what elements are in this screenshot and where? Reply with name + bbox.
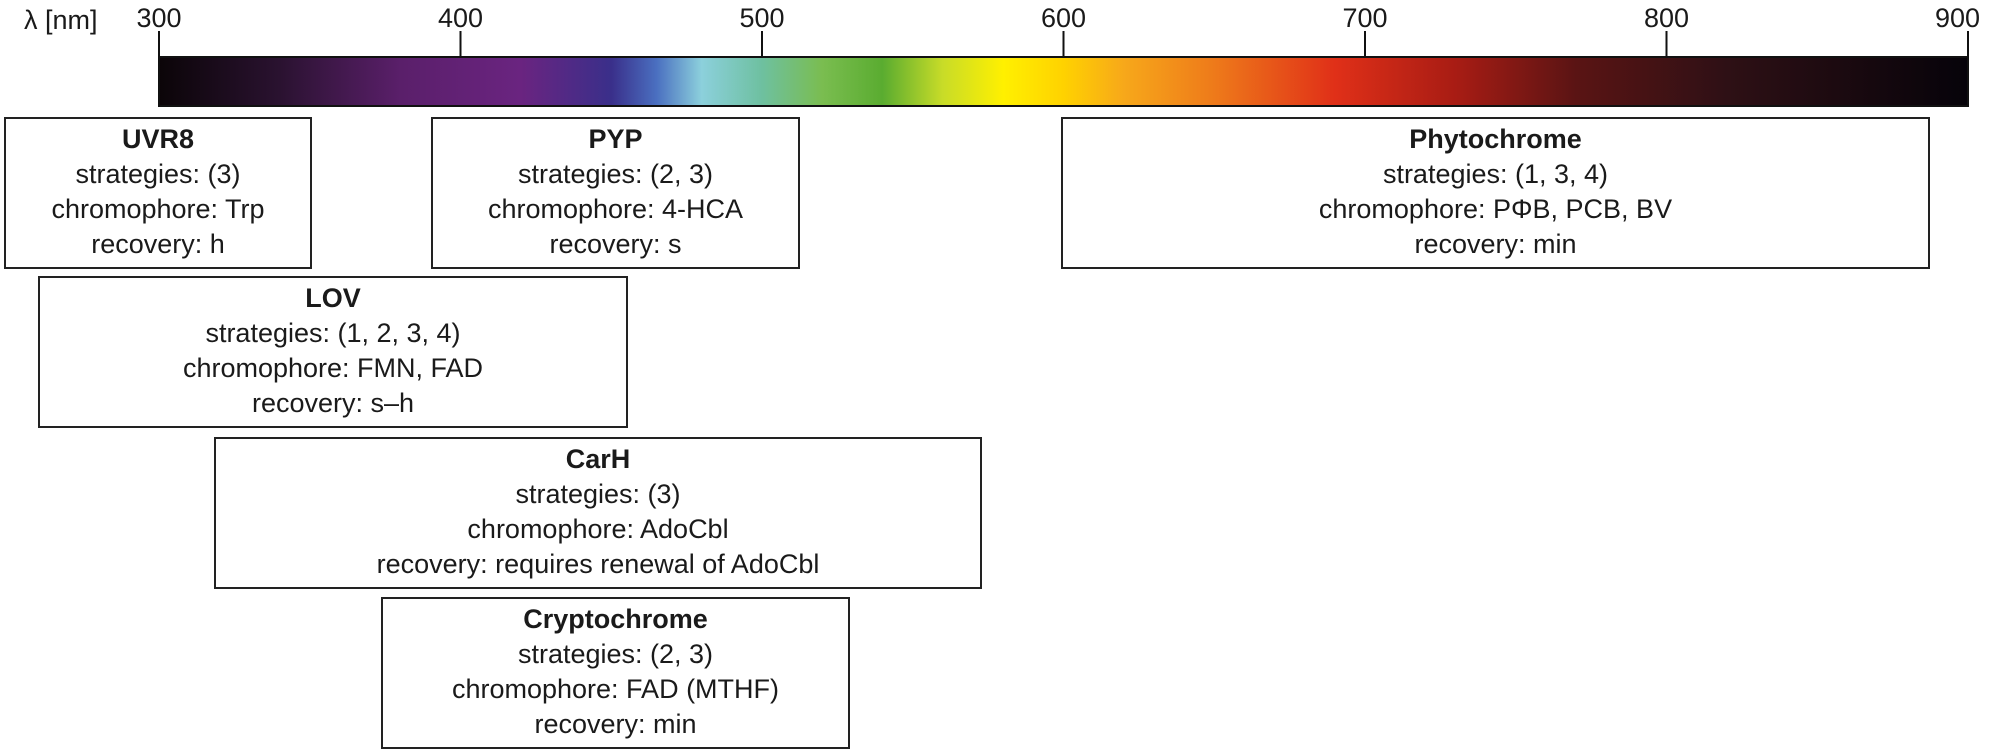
photoreceptor-name: CarH — [565, 444, 631, 474]
photoreceptor-name: Phytochrome — [1409, 124, 1582, 154]
photoreceptor-recovery: recovery: min — [1414, 229, 1577, 259]
photoreceptor-strategies: strategies: (3) — [75, 159, 241, 189]
photoreceptor-recovery: recovery: min — [534, 709, 697, 739]
photoreceptor-name: LOV — [305, 283, 361, 313]
wavelength-axis: λ [nm] 300 400 500 600 700 800 900 — [24, 3, 1980, 107]
photoreceptor-name: PYP — [588, 124, 643, 154]
photoreceptor-recovery: recovery: s — [549, 229, 682, 259]
axis-ticks: 300 400 500 600 700 800 900 — [136, 3, 1980, 57]
axis-tick-label: 400 — [438, 3, 483, 33]
axis-tick-label: 900 — [1935, 3, 1980, 33]
photoreceptor-strategies: strategies: (1, 3, 4) — [1382, 159, 1609, 189]
photoreceptor-strategies: strategies: (1, 2, 3, 4) — [205, 318, 461, 348]
photoreceptor-box-uvr8: UVR8 strategies: (3) chromophore: Trp re… — [4, 117, 312, 269]
photoreceptor-recovery: recovery: requires renewal of AdoCbl — [376, 549, 820, 579]
spectrum-bar — [158, 56, 1969, 107]
photoreceptor-recovery: recovery: s–h — [251, 388, 415, 418]
photoreceptor-strategies: strategies: (2, 3) — [517, 159, 714, 189]
photoreceptor-chromophore: chromophore: FAD (MTHF) — [451, 674, 780, 704]
axis-tick-label: 300 — [136, 3, 181, 33]
photoreceptor-name: Cryptochrome — [523, 604, 708, 634]
photoreceptor-chromophore: chromophore: 4-HCA — [487, 194, 744, 224]
axis-tick-label: 600 — [1041, 3, 1086, 33]
photoreceptor-recovery: recovery: h — [91, 229, 225, 259]
photoreceptor-box-carh: CarH strategies: (3) chromophore: AdoCbl… — [214, 437, 982, 589]
axis-tick-label: 800 — [1644, 3, 1689, 33]
axis-label: λ [nm] — [24, 5, 98, 35]
photoreceptor-strategies: strategies: (2, 3) — [517, 639, 714, 669]
axis-tick-label: 700 — [1342, 3, 1387, 33]
photoreceptor-box-phytochrome: Phytochrome strategies: (1, 3, 4) chromo… — [1061, 117, 1930, 269]
photoreceptor-name: UVR8 — [121, 124, 195, 154]
photoreceptor-strategies: strategies: (3) — [515, 479, 681, 509]
photoreceptor-chromophore: chromophore: AdoCbl — [467, 514, 729, 544]
photoreceptor-box-pyp: PYP strategies: (2, 3) chromophore: 4-HC… — [431, 117, 800, 269]
axis-tick-label: 500 — [739, 3, 784, 33]
photoreceptor-chromophore: chromophore: PΦB, PCB, BV — [1318, 194, 1673, 224]
photoreceptor-box-cryptochrome: Cryptochrome strategies: (2, 3) chromoph… — [381, 597, 850, 749]
photoreceptor-chromophore: chromophore: FMN, FAD — [182, 353, 484, 383]
photoreceptor-chromophore: chromophore: Trp — [51, 194, 265, 224]
photoreceptor-box-lov: LOV strategies: (1, 2, 3, 4) chromophore… — [38, 276, 628, 428]
